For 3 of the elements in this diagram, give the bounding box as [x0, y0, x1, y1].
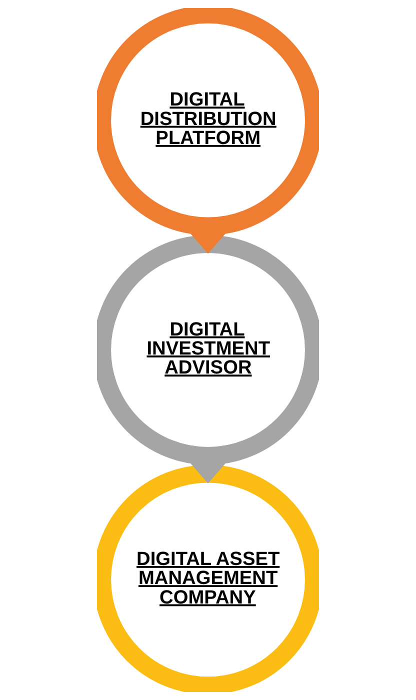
node-circle: DIGITAL INVESTMENT ADVISOR	[97, 235, 319, 465]
node-circle: DIGITAL ASSET MANAGEMENT COMPANY	[97, 464, 319, 692]
node-circle: DIGITAL DISTRIBUTION PLATFORM	[97, 8, 319, 236]
